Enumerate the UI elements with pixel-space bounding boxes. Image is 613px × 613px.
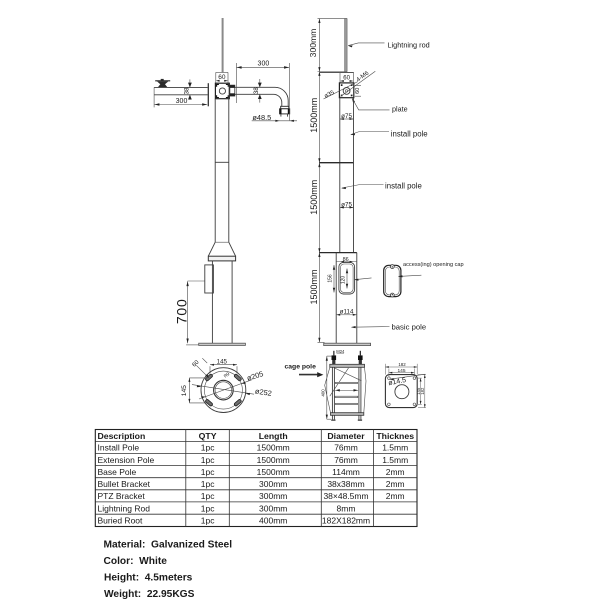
svg-text:1pc: 1pc [201, 479, 215, 489]
svg-text:60: 60 [192, 359, 201, 368]
svg-text:145: 145 [217, 358, 228, 365]
svg-text:400: 400 [321, 389, 326, 397]
svg-text:Color: White: Color: White [104, 556, 168, 567]
svg-text:Bullet Bracket: Bullet Bracket [98, 479, 151, 489]
svg-text:182X182mm: 182X182mm [322, 516, 370, 526]
svg-text:182: 182 [398, 362, 406, 367]
svg-text:300mm: 300mm [259, 479, 287, 489]
svg-text:8mm: 8mm [337, 503, 356, 513]
svg-text:install pole: install pole [385, 182, 422, 191]
svg-text:145: 145 [416, 387, 421, 395]
svg-text:ø14.5: ø14.5 [388, 377, 407, 387]
svg-text:38: 38 [183, 87, 190, 95]
svg-text:76mm: 76mm [334, 443, 358, 453]
svg-text:Buried Root: Buried Root [98, 516, 144, 526]
svg-text:Height: 4.5meters: Height: 4.5meters [104, 573, 193, 584]
svg-text:1500mm: 1500mm [257, 443, 290, 453]
svg-text:1500mm: 1500mm [309, 180, 319, 215]
svg-text:1pc: 1pc [201, 503, 215, 513]
svg-text:300: 300 [258, 61, 270, 68]
svg-text:install pole: install pole [391, 130, 428, 139]
svg-text:182: 182 [420, 387, 425, 395]
svg-text:Description: Description [98, 431, 146, 441]
svg-text:300mm: 300mm [308, 29, 318, 58]
svg-text:120: 120 [340, 276, 346, 285]
svg-text:Material: Galvanized Steel: Material: Galvanized Steel [104, 540, 233, 551]
svg-text:1pc: 1pc [201, 455, 215, 465]
svg-text:1.5mm: 1.5mm [382, 443, 408, 453]
svg-text:ø75: ø75 [341, 113, 352, 120]
svg-text:Weight: 22.95KGS: Weight: 22.95KGS [104, 589, 195, 600]
svg-text:plate: plate [392, 104, 408, 113]
svg-text:400mm: 400mm [259, 516, 287, 526]
svg-text:ø114: ø114 [340, 309, 354, 316]
svg-text:ø75: ø75 [341, 201, 352, 208]
svg-text:ø35: ø35 [324, 90, 337, 100]
svg-text:76mm: 76mm [334, 455, 358, 465]
svg-text:300mm: 300mm [259, 491, 287, 501]
svg-text:M24: M24 [336, 349, 345, 354]
svg-text:1pc: 1pc [201, 491, 215, 501]
svg-text:156: 156 [327, 274, 333, 283]
svg-text:145: 145 [397, 368, 405, 374]
svg-text:QTY: QTY [199, 431, 217, 441]
svg-text:1pc: 1pc [201, 443, 215, 453]
svg-text:Lightning rod: Lightning rod [388, 40, 430, 49]
svg-text:2mm: 2mm [386, 479, 405, 489]
svg-text:access(ing) opening cap: access(ing) opening cap [403, 262, 464, 268]
svg-text:1.5mm: 1.5mm [382, 455, 408, 465]
svg-text:R9: R9 [223, 371, 231, 379]
svg-text:1500mm: 1500mm [309, 98, 319, 133]
svg-text:1500mm: 1500mm [309, 269, 319, 304]
svg-text:PTZ Bracket: PTZ Bracket [98, 491, 146, 501]
svg-text:145: 145 [181, 385, 188, 396]
svg-text:Thicknes: Thicknes [376, 431, 414, 441]
svg-text:60: 60 [218, 74, 226, 81]
svg-text:Diameter: Diameter [327, 431, 365, 441]
svg-text:Install Pole: Install Pole [98, 443, 140, 453]
svg-text:Lightning Rod: Lightning Rod [98, 503, 151, 513]
svg-text:2mm: 2mm [386, 467, 405, 477]
svg-text:1pc: 1pc [201, 516, 215, 526]
svg-text:38x38mm: 38x38mm [327, 479, 364, 489]
svg-text:1pc: 1pc [201, 467, 215, 477]
svg-text:2mm: 2mm [386, 491, 405, 501]
svg-text:Extension Pole: Extension Pole [98, 455, 155, 465]
svg-text:Base Pole: Base Pole [98, 467, 137, 477]
svg-text:ø205: ø205 [246, 369, 265, 383]
svg-text:1500mm: 1500mm [257, 467, 290, 477]
svg-text:60: 60 [343, 75, 350, 81]
svg-text:700: 700 [173, 298, 189, 324]
svg-text:60: 60 [355, 88, 361, 94]
svg-text:1500mm: 1500mm [257, 455, 290, 465]
svg-text:cage pole: cage pole [285, 363, 317, 370]
svg-text:300mm: 300mm [259, 503, 287, 513]
svg-text:38: 38 [253, 87, 260, 95]
svg-text:114mm: 114mm [332, 467, 360, 477]
svg-text:ø48.5: ø48.5 [252, 113, 271, 122]
svg-text:basic pole: basic pole [392, 322, 427, 331]
svg-text:38×48.5mm: 38×48.5mm [323, 491, 368, 501]
svg-text:Length: Length [259, 431, 288, 441]
svg-text:300: 300 [176, 98, 188, 105]
svg-text:86: 86 [343, 257, 349, 263]
svg-text:ø252: ø252 [254, 386, 272, 398]
